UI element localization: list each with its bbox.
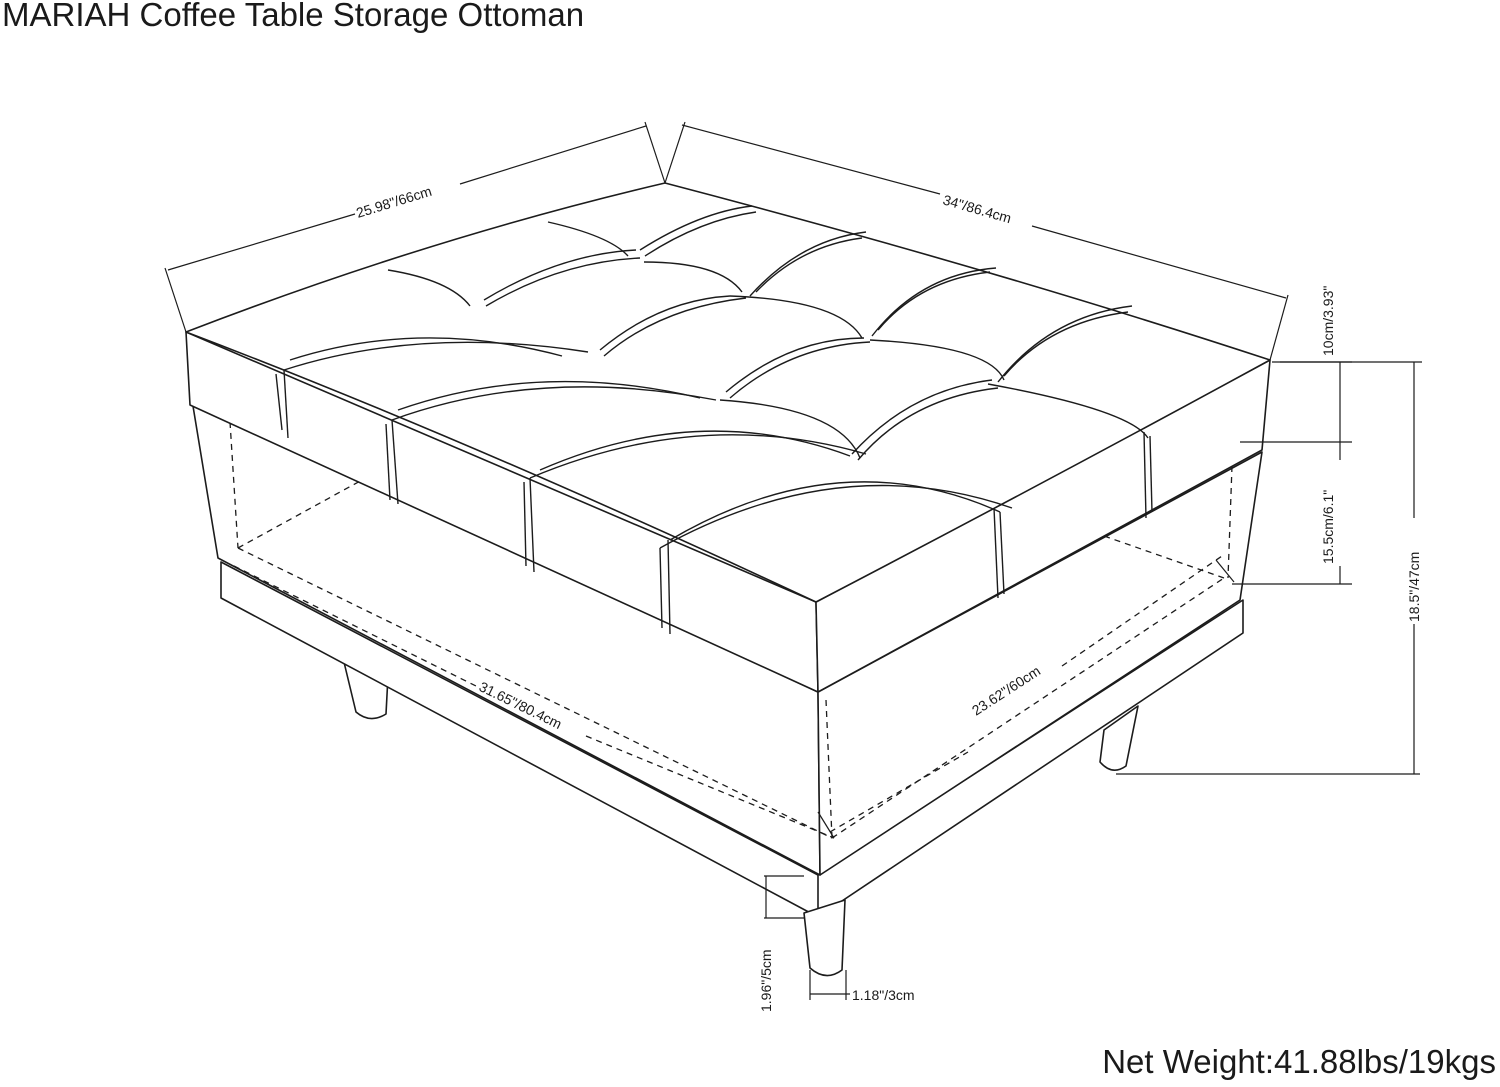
storage-height-label: 15.5cm/6.1" (1320, 490, 1336, 564)
top-depth-label: 25.98"/66cm (354, 183, 433, 221)
top-width-label: 34"/86.4cm (941, 192, 1013, 227)
dimension-lines (164, 121, 1422, 1000)
product-title: MARIAH Coffee Table Storage Ottoman (2, 0, 585, 33)
total-height-label: 18.5"/47cm (1406, 552, 1422, 622)
net-weight: Net Weight:41.88lbs/19kgs (1102, 1043, 1496, 1080)
leg-height-label: 1.96"/5cm (758, 949, 774, 1012)
leg-width-label: 1.18"/3cm (852, 987, 915, 1003)
back-right-leg (1099, 705, 1139, 771)
tufted-lid (185, 182, 1271, 693)
front-leg (803, 899, 846, 977)
lid-height-label: 10cm/3.93" (1320, 286, 1336, 356)
tufting-seams (275, 205, 1153, 635)
